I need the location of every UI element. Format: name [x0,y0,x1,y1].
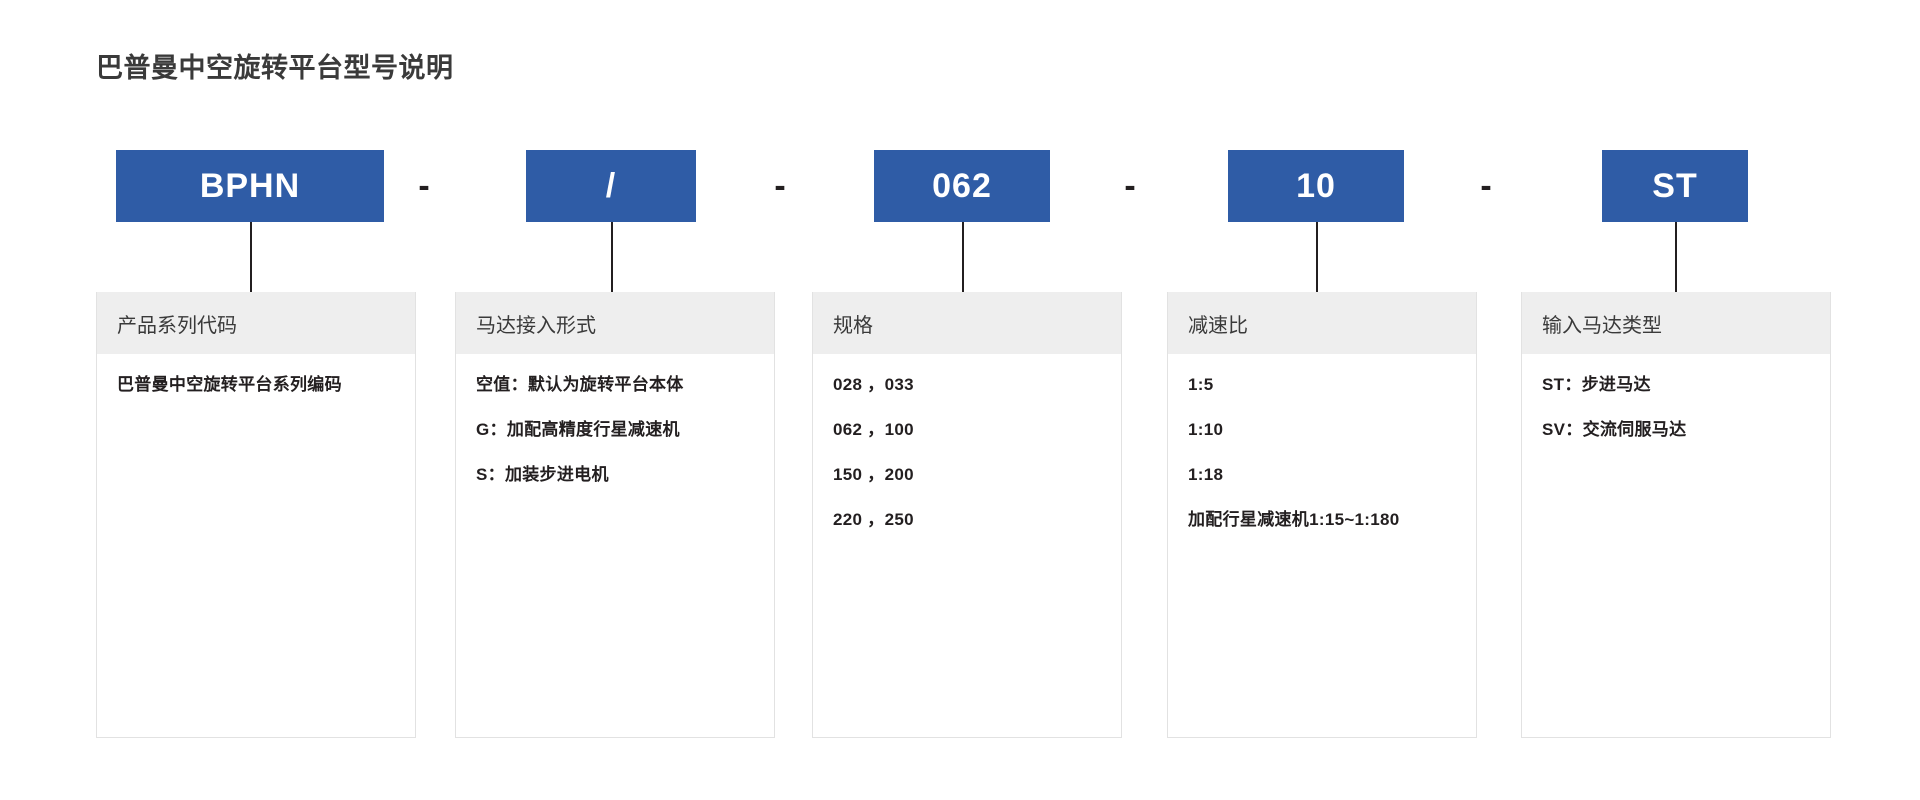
segment-header-2: 马达接入形式 [456,292,774,354]
segment-line: 加配行星减速机1:15~1:180 [1188,510,1400,529]
code-separator-4: - [1480,166,1492,205]
connector-stem-5 [1675,222,1677,292]
segment-header-4: 减速比 [1168,292,1476,354]
segment-panel-1: 产品系列代码 巴普曼中空旋转平台系列编码 [96,292,416,738]
code-separator-2: - [774,166,786,205]
code-separator-3: - [1124,166,1136,205]
segment-line: 1:10 [1188,420,1224,439]
segment-body-1: 巴普曼中空旋转平台系列编码 [97,354,415,393]
model-code-chip-5[interactable]: ST [1602,150,1748,222]
model-code-chip-2[interactable]: / [526,150,696,222]
segment-body-3: 028 ，033 062 ，100 150 ，200 220 ，250 [813,354,1121,528]
segment-line: G：加配高精度行星减速机 [476,420,680,439]
segment-panel-4: 减速比 1:5 1:10 1:18 加配行星减速机1:15~1:180 [1167,292,1477,738]
segment-header-5: 输入马达类型 [1522,292,1830,354]
segment-line: 空值：默认为旋转平台本体 [476,375,684,394]
segment-header-1: 产品系列代码 [97,292,415,354]
model-code-chip-4[interactable]: 10 [1228,150,1404,222]
segment-line: S：加装步进电机 [476,465,609,484]
segment-line: 1:5 [1188,375,1214,394]
segment-body-2: 空值：默认为旋转平台本体 G：加配高精度行星减速机 S：加装步进电机 [456,354,774,483]
segment-line: 220 ，250 [833,510,914,529]
segment-line: 1:18 [1188,465,1224,484]
segment-line: ST：步进马达 [1542,375,1651,394]
segment-body-4: 1:5 1:10 1:18 加配行星减速机1:15~1:180 [1168,354,1476,528]
segment-line: 028 ，033 [833,375,914,394]
segment-line: 巴普曼中空旋转平台系列编码 [117,375,342,394]
connector-stem-1 [250,222,252,292]
segment-panel-3: 规格 028 ，033 062 ，100 150 ，200 220 ，250 [812,292,1122,738]
connector-stem-3 [962,222,964,292]
segment-line: 062 ，100 [833,420,914,439]
segment-header-3: 规格 [813,292,1121,354]
model-code-row: BPHN - / - 062 - 10 - ST [0,150,1920,222]
code-separator-1: - [418,166,430,205]
model-code-chip-1[interactable]: BPHN [116,150,384,222]
segment-body-5: ST：步进马达 SV：交流伺服马达 [1522,354,1830,438]
segment-panel-2: 马达接入形式 空值：默认为旋转平台本体 G：加配高精度行星减速机 S：加装步进电… [455,292,775,738]
segment-panel-5: 输入马达类型 ST：步进马达 SV：交流伺服马达 [1521,292,1831,738]
connector-stem-2 [611,222,613,292]
segment-line: 150 ，200 [833,465,914,484]
page-title: 巴普曼中空旋转平台型号说明 [96,53,454,83]
connector-stem-4 [1316,222,1318,292]
model-code-chip-3[interactable]: 062 [874,150,1050,222]
segment-line: SV：交流伺服马达 [1542,420,1687,439]
